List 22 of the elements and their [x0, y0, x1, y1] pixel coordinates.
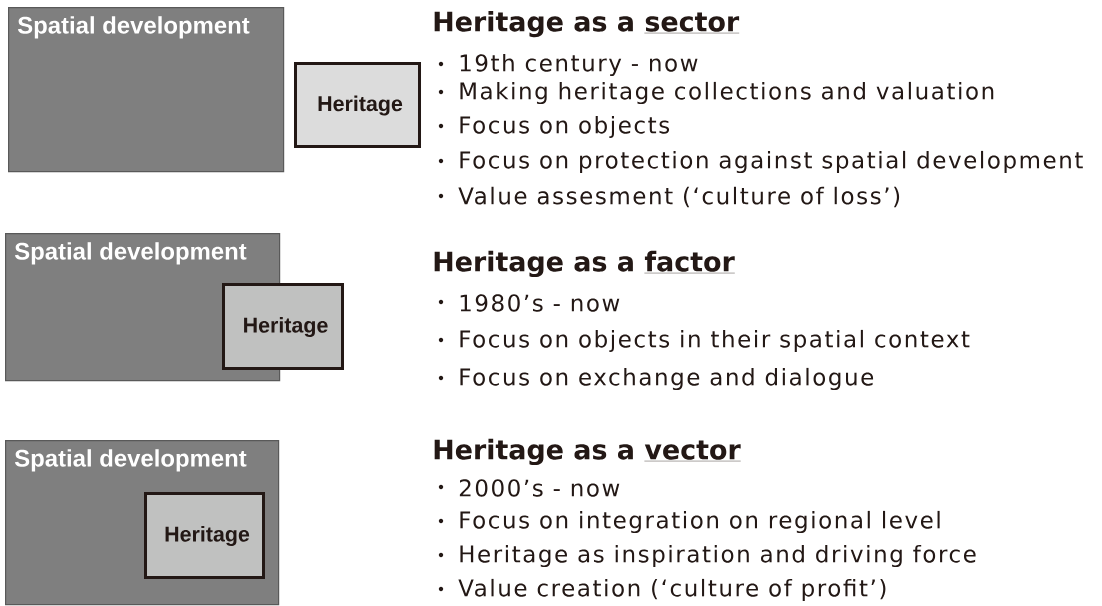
underlined-keyword: factor: [644, 250, 735, 274]
bullet-text: Focus on exchange and dialogue: [460, 367, 874, 391]
heading: Heritage as a: [434, 10, 633, 38]
heading: Heritage as a: [434, 438, 633, 466]
heritage-box: Heritage: [222, 283, 344, 370]
bullet-text: Focus on objects: [460, 115, 670, 139]
bullet-text: 1980’s - now: [460, 294, 620, 312]
underlined-keyword: vector: [644, 440, 741, 462]
bullet-text: Focus on protection against spatial development: [460, 150, 1083, 174]
bullet-text: Value assesment (‘culture of loss’): [458, 186, 900, 208]
bullet-text: 2000’s - now: [459, 479, 620, 497]
underlined-keyword: sector: [644, 12, 740, 34]
heritage-box: Heritage: [144, 492, 265, 579]
bullet-text: Focus on integration on regional level: [460, 510, 940, 534]
bullet-text: Heritage as inspiration and driving force: [460, 544, 976, 568]
heading: Heritage as a: [434, 250, 633, 278]
area-box: Spatial development: [8, 7, 285, 173]
bullet-text: Focus on objects in their spatial context: [460, 329, 970, 353]
bullet-text: Making heritage collections and valuation: [460, 81, 994, 105]
heritage-box: Heritage: [294, 62, 421, 148]
bullet-text: Value creation (‘culture of profit’): [458, 578, 886, 602]
bullet-text: 19th century - now: [460, 53, 698, 77]
